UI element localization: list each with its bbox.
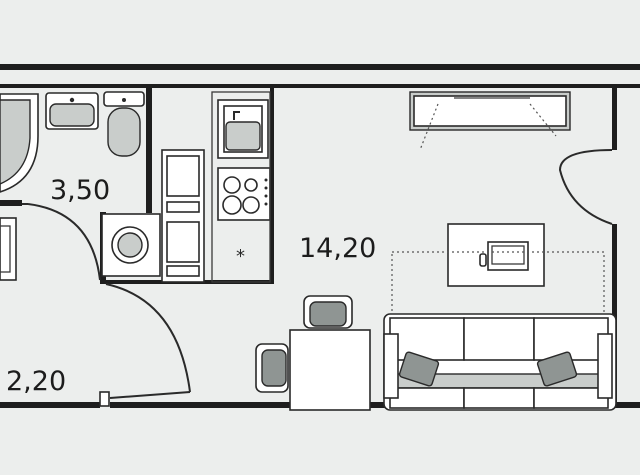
balcony-door-icon	[558, 149, 613, 225]
kitchen-sink-icon	[217, 99, 269, 159]
toilet-icon	[103, 91, 145, 157]
tv-icon	[409, 91, 571, 151]
hallway-cabinet	[0, 217, 17, 281]
bathtub-icon	[0, 93, 39, 193]
washing-machine-icon	[101, 213, 161, 277]
fridge-icon	[161, 149, 205, 283]
door-icon	[22, 203, 191, 399]
sink-icon	[45, 92, 99, 130]
chair-icon	[255, 295, 353, 393]
hallway-area-label: 2,20	[6, 366, 66, 397]
laptop-icon	[479, 241, 529, 271]
svg-text:*: *	[236, 246, 245, 267]
cooktop-icon	[217, 167, 271, 221]
kitchen-counter: *	[211, 91, 271, 283]
bathroom-area-label: 3,50	[50, 175, 110, 206]
living-room-area-label: 14,20	[299, 233, 376, 264]
dining-table-icon	[289, 329, 371, 411]
sofa-icon	[383, 313, 617, 411]
